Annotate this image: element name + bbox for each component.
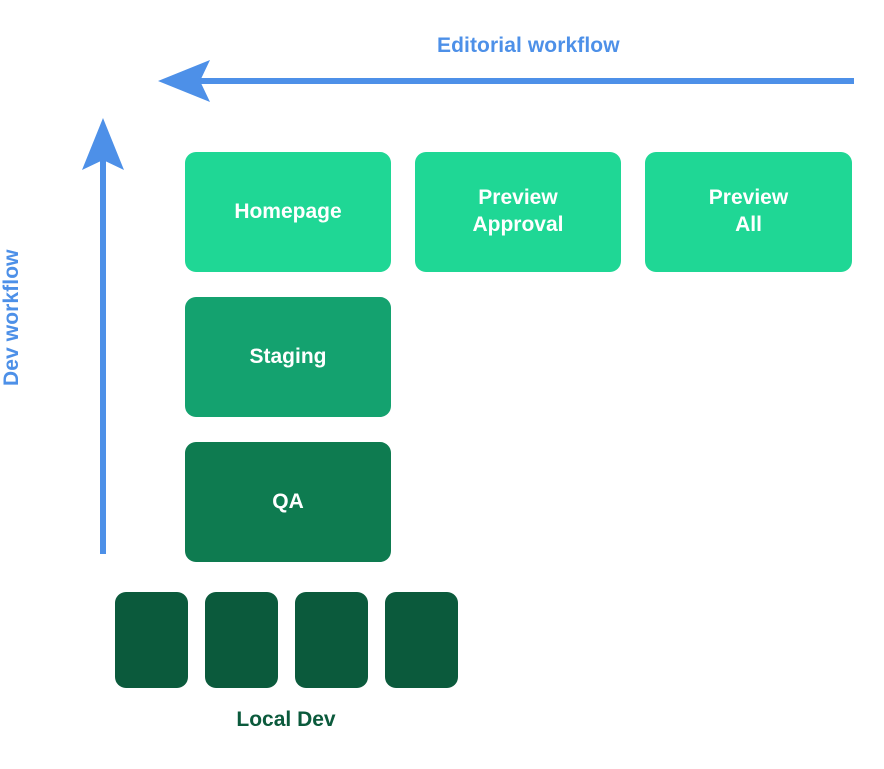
env-box-homepage[interactable]: Homepage	[185, 152, 391, 272]
editorial-workflow-axis-label: Editorial workflow	[437, 34, 620, 57]
local-dev-square[interactable]	[205, 592, 278, 688]
env-box-staging[interactable]: Staging	[185, 297, 391, 417]
local-dev-square[interactable]	[115, 592, 188, 688]
local-dev-square[interactable]	[295, 592, 368, 688]
arrow-left-icon	[158, 60, 854, 102]
local-dev-square[interactable]	[385, 592, 458, 688]
arrow-up-icon	[82, 118, 124, 554]
env-box-preview-approval[interactable]: Preview Approval	[415, 152, 621, 272]
env-box-qa[interactable]: QA	[185, 442, 391, 562]
env-box-preview-all[interactable]: Preview All	[645, 152, 852, 272]
local-dev-label: Local Dev	[236, 708, 336, 731]
dev-workflow-axis-label: Dev workflow	[0, 249, 23, 386]
